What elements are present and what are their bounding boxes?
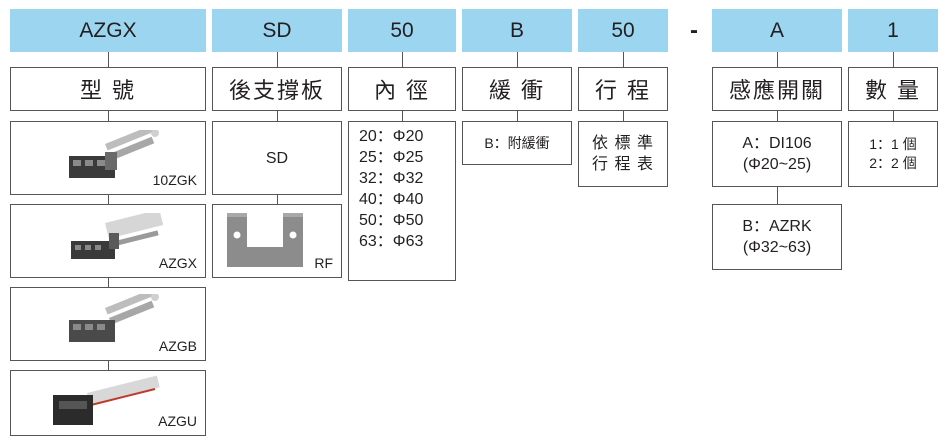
connector [402,52,403,67]
gripper-azgb-image [69,294,159,342]
support-option-label: RF [314,255,333,271]
stroke-option-box: 依 標 準 行 程 表 [578,121,668,187]
connector [108,278,109,287]
model-option-label: 10ZGK [152,172,197,188]
header-bore-code: 50 [348,9,456,52]
gripper-azgx-image [71,213,164,259]
connector [623,111,624,121]
quantity-option: 1：1 個 [869,136,917,152]
connector [517,111,518,121]
connector [108,52,109,67]
switch-option-code: A：DI106 [742,135,812,152]
switch-option-range: (Φ32~63) [742,239,812,256]
title-support: 後支撐板 [212,67,342,111]
cushion-option: B：附緩衝 [484,135,550,151]
connector [108,361,109,370]
title-cushion: 緩 衝 [462,67,572,111]
switch-option-b: B：AZRK (Φ32~63) [712,204,842,270]
quantity-options-box: 1：1 個 2：2 個 [848,121,938,187]
header-stroke-code: 50 [578,9,668,52]
title-model: 型 號 [10,67,206,111]
title-quantity: 數 量 [848,67,938,111]
title-bore: 內 徑 [348,67,456,111]
support-option-rf: RF [212,204,342,278]
bore-option: 20：Φ20 [359,128,424,145]
connector [893,111,894,121]
cushion-option-box: B：附緩衝 [462,121,572,165]
bore-options: 20：Φ20 25：Φ25 32：Φ32 40：Φ40 50：Φ50 63：Φ6… [349,122,455,252]
model-option-label: AZGU [158,413,197,429]
bore-option: 63：Φ63 [359,233,424,250]
bore-option: 50：Φ50 [359,212,424,229]
connector [277,111,278,121]
switch-option-range: (Φ20~25) [742,156,812,173]
support-option-sd: SD [212,121,342,195]
header-switch-code: A [712,9,842,52]
header-quantity-code: 1 [848,9,938,52]
bore-option: 40：Φ40 [359,191,424,208]
support-option-label: SD [265,149,289,167]
model-option-azgu: AZGU [10,370,206,436]
connector [623,52,624,67]
connector [777,187,778,204]
header-model-code: AZGX [10,9,206,52]
connector [277,195,278,204]
gripper-10zgk-image [69,130,159,178]
bracket-rf-image [227,213,303,267]
gripper-azgu-image [53,375,160,425]
model-option-azgb: AZGB [10,287,206,361]
model-option-label: AZGB [158,338,197,354]
switch-option-a: A：DI106 (Φ20~25) [712,121,842,187]
separator-dash: - [690,16,698,44]
bore-options-list: 20：Φ20 25：Φ25 32：Φ32 40：Φ40 50：Φ50 63：Φ6… [348,121,456,281]
bore-option: 32：Φ32 [359,170,424,187]
model-option-azgx: AZGX [10,204,206,278]
connector [777,111,778,121]
connector [777,52,778,67]
connector [893,52,894,67]
stroke-option-line: 行 程 表 [592,156,654,173]
title-stroke: 行 程 [578,67,668,111]
switch-option-code: B：AZRK [742,218,812,235]
connector [277,52,278,67]
header-support-code: SD [212,9,342,52]
title-switch: 感應開關 [712,67,842,111]
quantity-option: 2：2 個 [869,155,917,171]
connector [402,111,403,121]
stroke-option-line: 依 標 準 [592,135,654,152]
header-cushion-code: B [462,9,572,52]
model-option-label: AZGX [158,255,197,271]
connector [108,195,109,204]
connector [517,52,518,67]
bore-option: 25：Φ25 [359,149,424,166]
model-option-10zgk: 10ZGK [10,121,206,195]
connector [108,111,109,121]
